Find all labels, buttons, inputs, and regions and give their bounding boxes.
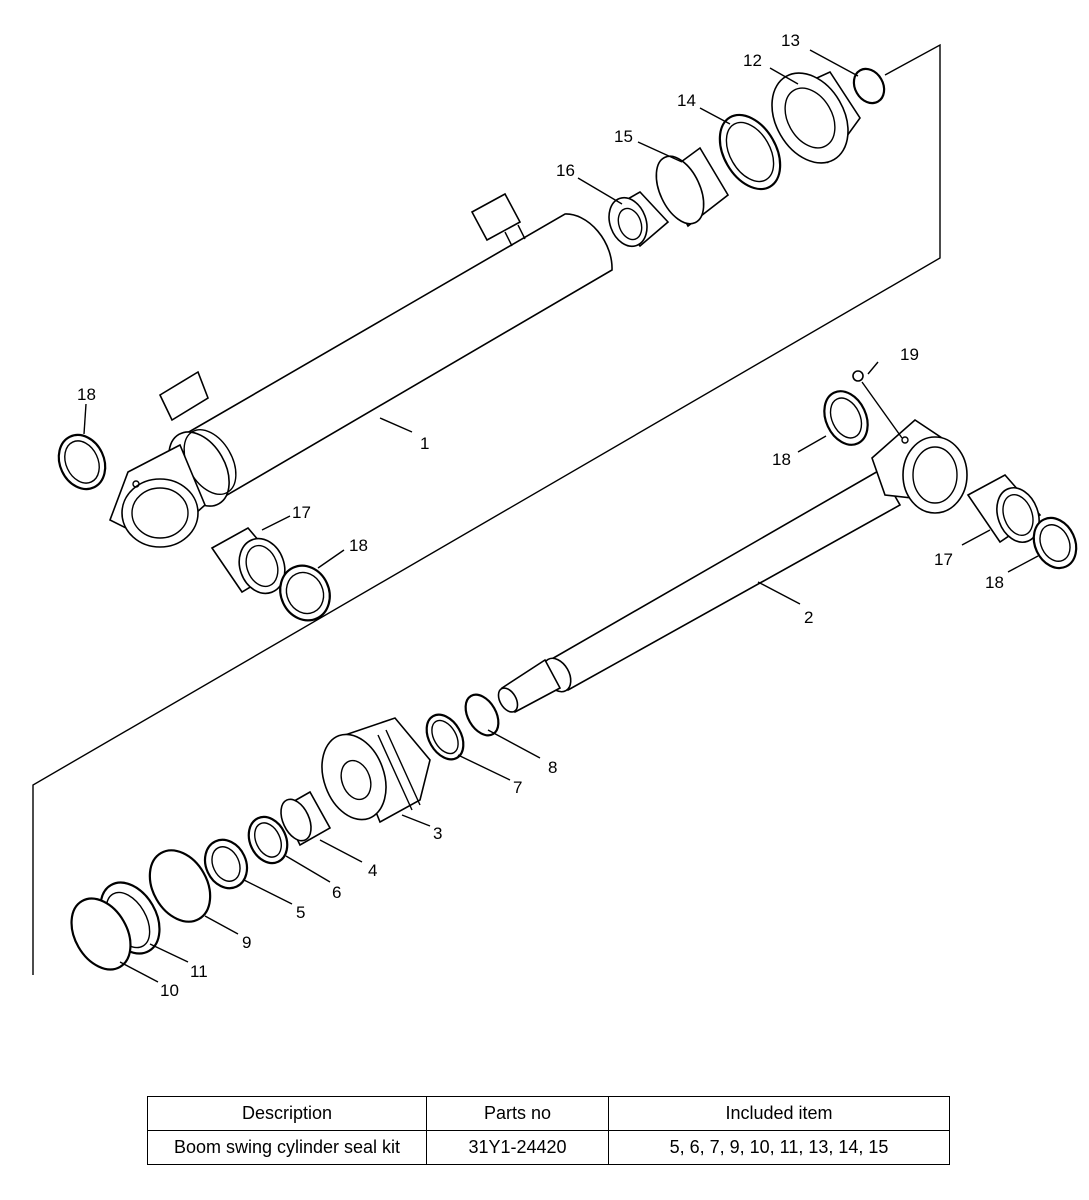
header-included-item: Included item [608, 1096, 950, 1131]
part-8-snap-ring [464, 693, 500, 737]
callout-18-left-bottom: 18 [349, 536, 368, 555]
callout-1: 1 [420, 434, 429, 453]
callout-9: 9 [242, 933, 251, 952]
callout-4: 4 [368, 861, 377, 880]
leader-lines [83, 49, 1039, 983]
part-5-ring [203, 838, 249, 890]
part-6-ring [247, 815, 289, 865]
part-17-bushing-a [210, 526, 286, 595]
callout-2: 2 [804, 608, 813, 627]
explosion-boundary [32, 43, 941, 975]
callout-11: 11 [190, 962, 208, 981]
callout-18-top-left: 18 [77, 385, 96, 404]
table-header-row: Description Parts no Included item [147, 1096, 950, 1131]
part-14-ring [718, 113, 782, 191]
cell-parts-no: 31Y1-24420 [426, 1130, 609, 1165]
part-15-band [655, 146, 730, 228]
part-9-o-ring [148, 849, 212, 923]
cell-included-item: 5, 6, 7, 9, 10, 11, 13, 14, 15 [608, 1130, 950, 1165]
table-row: Boom swing cylinder seal kit 31Y1-24420 … [147, 1130, 950, 1165]
callout-13: 13 [781, 31, 800, 50]
part-10-o-ring [70, 897, 132, 971]
part-18-ring-a [57, 433, 107, 491]
part-piston-rod [497, 370, 968, 714]
callout-14: 14 [677, 91, 696, 110]
callout-8: 8 [548, 758, 557, 777]
callout-5: 5 [296, 903, 305, 922]
part-7-ring [425, 713, 465, 761]
callout-18-right-bottom: 18 [985, 573, 1004, 592]
part-3-piston [321, 717, 431, 824]
callout-18-right-top: 18 [772, 450, 791, 469]
part-13-o-ring [852, 67, 886, 105]
callout-16: 16 [556, 161, 575, 180]
header-parts-no: Parts no [426, 1096, 609, 1131]
part-18-ring-d [1032, 516, 1078, 570]
part-18-ring-c [823, 390, 869, 446]
exploded-parts-diagram: 13 12 14 15 16 19 18 1 18 17 18 17 18 2 … [32, 31, 1078, 1000]
callout-19: 19 [900, 345, 919, 364]
callout-7: 7 [513, 778, 522, 797]
callout-12: 12 [743, 51, 762, 70]
callout-17-left: 17 [292, 503, 311, 522]
part-16-bushing [608, 190, 670, 248]
callout-17-right: 17 [934, 550, 953, 569]
part-cylinder-tube [108, 192, 613, 548]
cell-description: Boom swing cylinder seal kit [147, 1130, 427, 1165]
callout-6: 6 [332, 883, 341, 902]
seal-kit-table: Description Parts no Included item Boom … [147, 1096, 950, 1165]
part-18-ring-b [279, 564, 331, 622]
callout-3: 3 [433, 824, 442, 843]
callout-10: 10 [160, 981, 179, 1000]
header-description: Description [147, 1096, 427, 1131]
callout-15: 15 [614, 127, 633, 146]
part-17-bushing-b [966, 473, 1042, 544]
callout-labels: 13 12 14 15 16 19 18 1 18 17 18 17 18 2 … [77, 31, 1004, 1000]
part-4-band [280, 790, 332, 847]
